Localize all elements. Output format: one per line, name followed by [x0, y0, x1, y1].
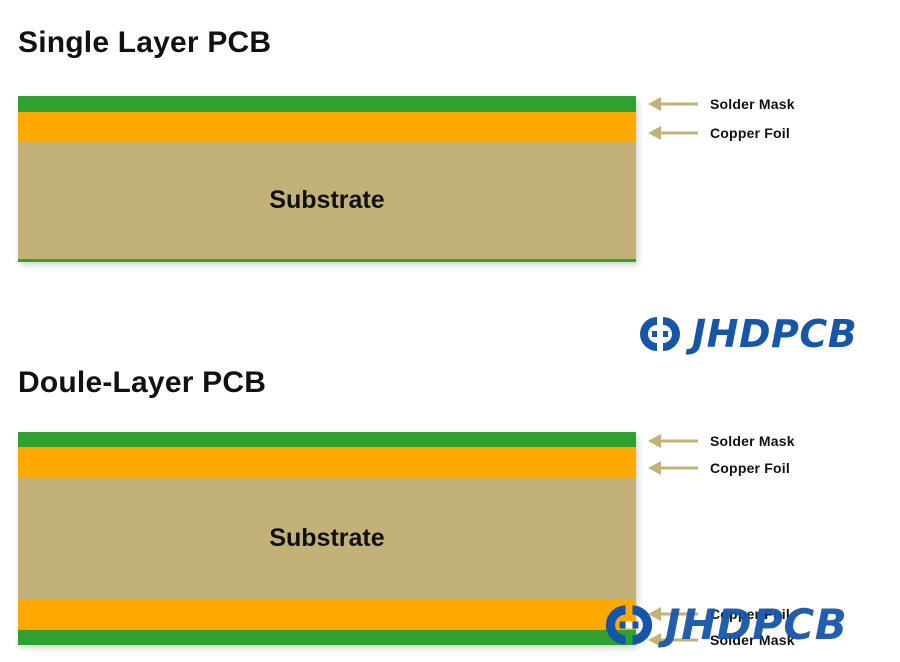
copper-foil-top-layer: [18, 447, 636, 477]
jhdpcb-logo-icon: [640, 317, 680, 351]
callout-label: Solder Mask: [710, 632, 795, 648]
arrow-left-icon: [648, 607, 698, 621]
copper-foil-bottom-layer: [18, 600, 636, 630]
callout-label: Solder Mask: [710, 433, 795, 449]
arrow-left-icon: [648, 461, 698, 475]
logo-text: JHDPCB: [692, 312, 858, 356]
solder-mask-bottom-layer: [18, 630, 636, 645]
callout-solder-mask: Solder Mask: [648, 94, 795, 114]
callout-copper-foil: Copper Foil: [648, 123, 790, 143]
arrow-left-icon: [648, 633, 698, 647]
solder-mask-top-layer: [18, 432, 636, 447]
callout-solder-mask-top: Solder Mask: [648, 431, 795, 451]
jhdpcb-logo-watermark: JHDPCB: [603, 600, 847, 649]
callout-label: Copper Foil: [710, 460, 790, 476]
jhdpcb-logo: JHDPCB: [638, 312, 857, 356]
substrate-label: Substrate: [269, 186, 385, 214]
substrate-layer: Substrate: [18, 477, 636, 600]
substrate-label: Substrate: [269, 524, 385, 552]
callout-copper-foil-bottom: Copper Foil: [648, 604, 790, 624]
single-layer-stack: Substrate: [18, 96, 636, 262]
callout-solder-mask-bottom: Solder Mask: [648, 630, 795, 650]
callout-label: Solder Mask: [710, 96, 795, 112]
callout-copper-foil-top: Copper Foil: [648, 458, 790, 478]
arrow-left-icon: [648, 126, 698, 140]
callout-label: Copper Foil: [710, 606, 790, 622]
solder-mask-layer: [18, 96, 636, 112]
copper-foil-layer: [18, 112, 636, 142]
callout-label: Copper Foil: [710, 125, 790, 141]
double-layer-stack: Substrate: [18, 432, 636, 645]
substrate-layer: Substrate: [18, 142, 636, 262]
single-layer-title: Single Layer PCB: [18, 26, 272, 59]
logo-text: JHDPCB: [665, 600, 848, 649]
arrow-left-icon: [648, 434, 698, 448]
jhdpcb-logo-icon: [605, 604, 653, 645]
arrow-left-icon: [648, 97, 698, 111]
double-layer-title: Doule-Layer PCB: [18, 366, 267, 399]
